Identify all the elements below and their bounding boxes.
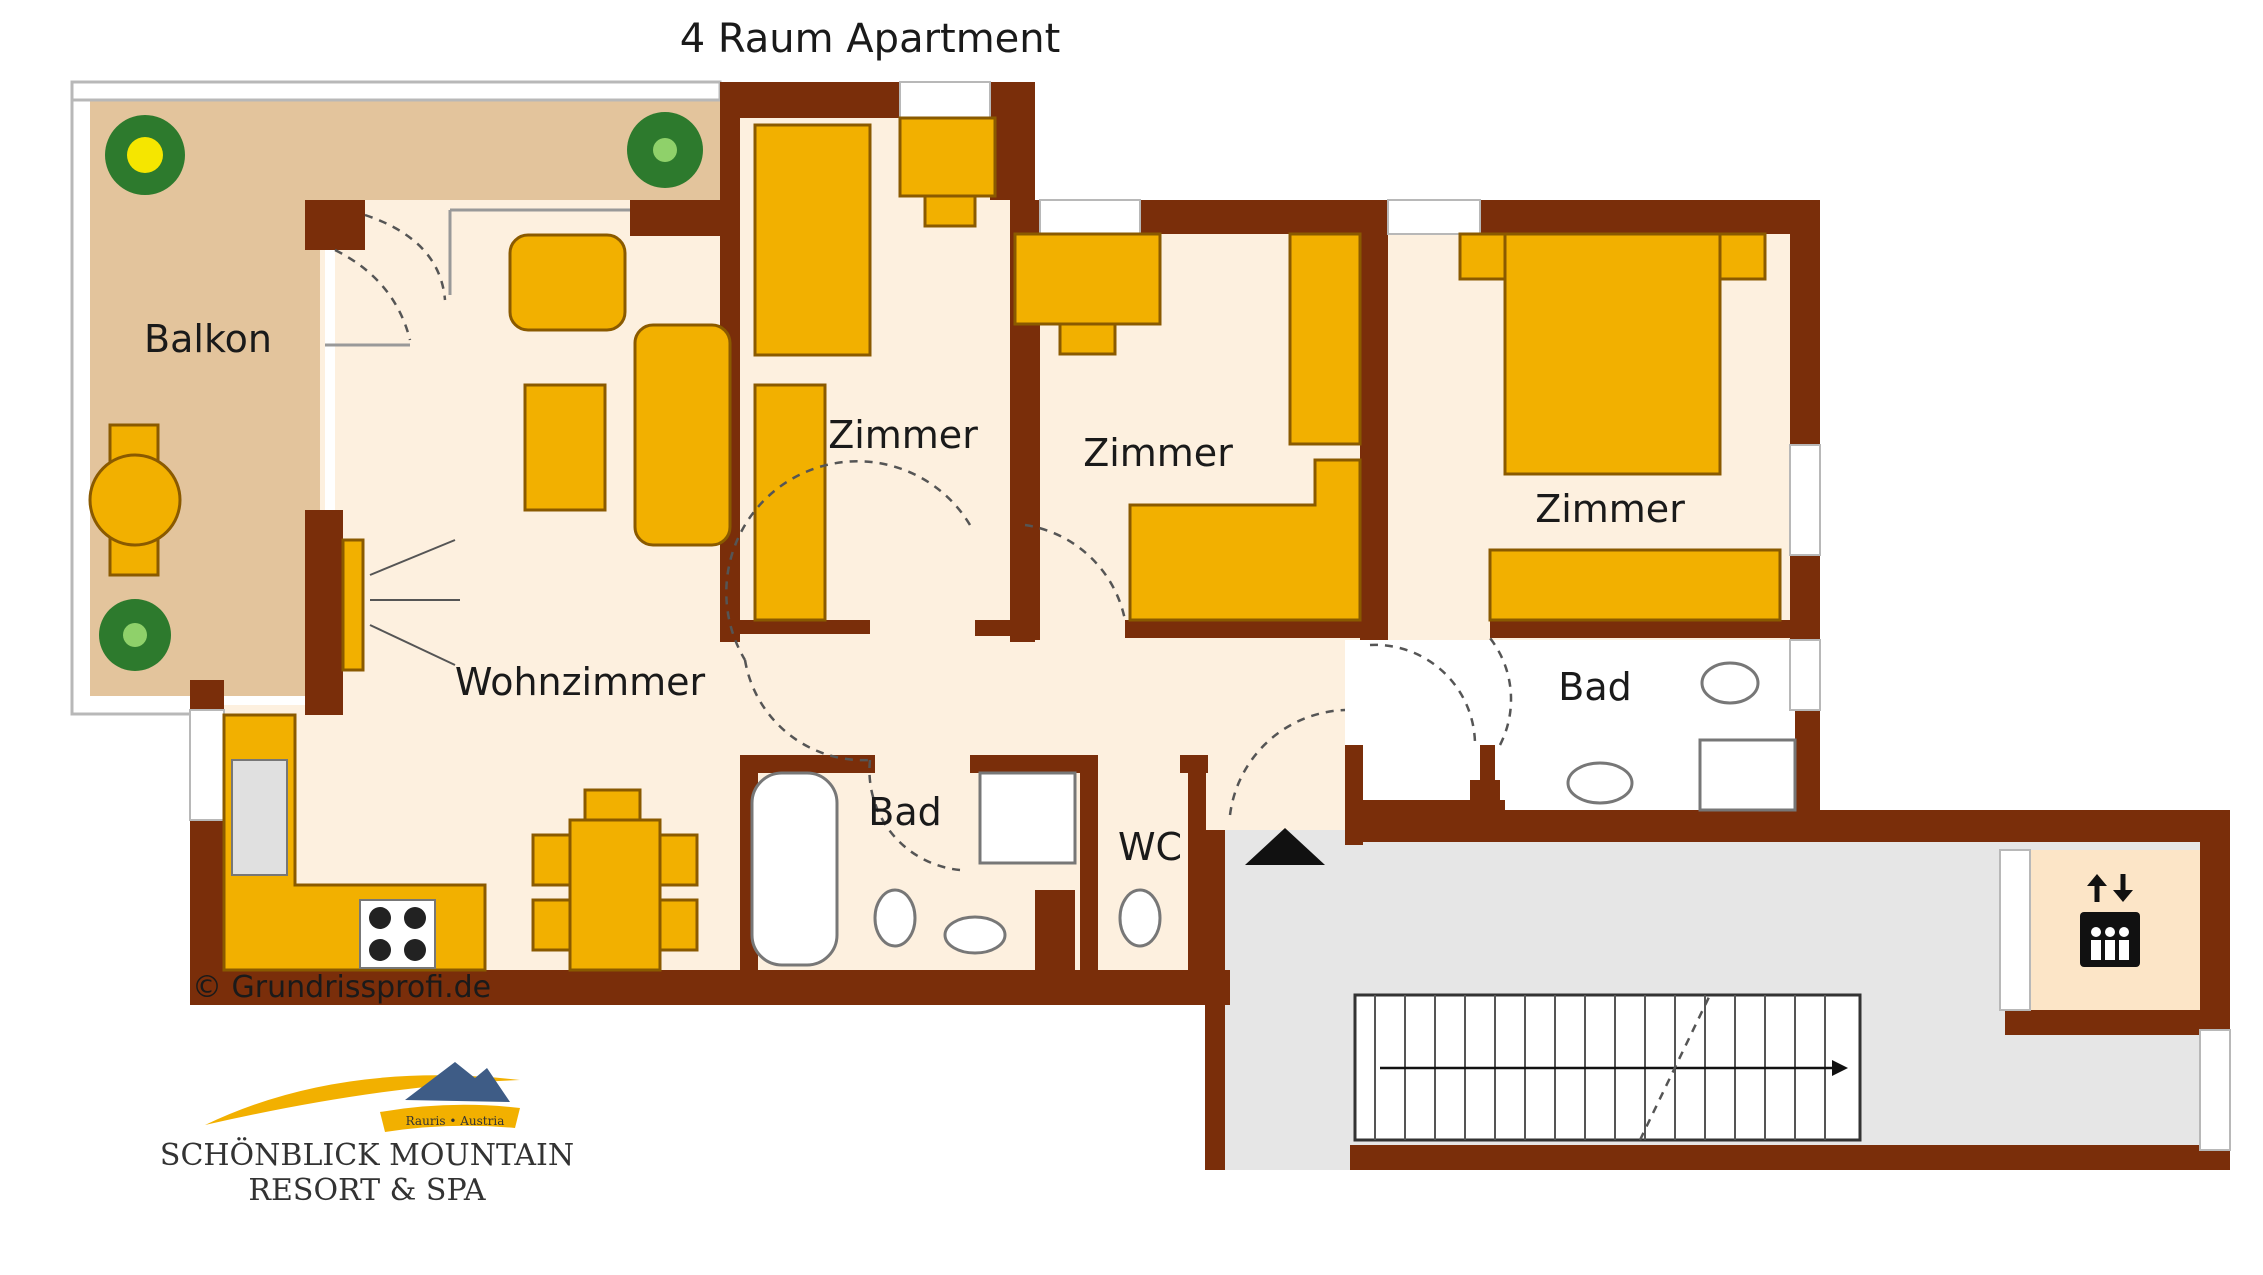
shower — [978, 771, 1077, 865]
desk — [898, 116, 997, 198]
washbasin — [943, 915, 1007, 955]
tv-rays — [369, 539, 460, 666]
dining-chair — [658, 833, 699, 887]
room-label-wc: WC — [1118, 825, 1182, 869]
kitchen-sink — [231, 759, 288, 876]
logo-banner — [380, 1104, 520, 1132]
nightstand — [1458, 232, 1507, 281]
door-swings — [725, 460, 1513, 872]
staircase — [1353, 993, 1862, 1142]
wardrobe — [1488, 548, 1782, 622]
dining-chair — [658, 898, 699, 952]
double-bed — [1503, 232, 1722, 476]
desk-chair — [1058, 322, 1117, 356]
balcony-table — [88, 453, 182, 547]
toilet — [873, 888, 917, 948]
desk — [1013, 232, 1162, 326]
logo-line-1: SCHÖNBLICK MOUNTAIN — [160, 1137, 574, 1173]
logo-tagline: Rauris • Austria — [406, 1114, 505, 1128]
room-label-bad-2: Bad — [1558, 665, 1631, 709]
plant-icon — [99, 599, 171, 671]
washbasin — [1566, 761, 1634, 805]
bed-single — [753, 123, 872, 357]
bathtub — [750, 771, 839, 967]
armchair — [508, 233, 627, 332]
coffee-table — [523, 383, 607, 512]
balcony-area — [90, 100, 320, 696]
dining-chair — [531, 833, 572, 887]
room-label-bad-1: Bad — [868, 790, 941, 834]
stove-burners — [369, 907, 426, 961]
dining-chair — [583, 788, 642, 822]
shower — [1698, 738, 1797, 812]
toilet — [1700, 661, 1760, 705]
room-label-zimmer-2: Zimmer — [1083, 431, 1233, 475]
room-label-balkon: Balkon — [144, 317, 272, 361]
room-label-wohnzimmer: Wohnzimmer — [455, 660, 706, 704]
wardrobe — [1288, 232, 1362, 446]
entrance-arrow-icon — [1245, 828, 1325, 865]
balcony-doors — [325, 208, 630, 510]
tv-unit — [341, 538, 365, 672]
copyright-text: © Grundrissprofi.de — [192, 970, 491, 1005]
room-label-zimmer-3: Zimmer — [1535, 487, 1685, 531]
dining-table — [568, 818, 662, 972]
dining-chair — [531, 898, 572, 952]
corner-sofa — [1128, 458, 1362, 622]
toilet — [1118, 888, 1162, 948]
logo-mountain — [405, 1062, 510, 1102]
sofa — [633, 323, 732, 547]
desk-chair — [923, 194, 977, 228]
logo-line-2: RESORT & SPA — [248, 1173, 485, 1208]
windows — [189, 81, 2231, 1151]
walls — [190, 82, 2230, 1170]
stove — [359, 899, 436, 969]
balcony-top-rail — [70, 80, 722, 102]
nightstand — [1718, 232, 1767, 281]
elevator-icon — [2080, 874, 2140, 967]
plan-title: 4 Raum Apartment — [680, 16, 1061, 62]
resort-logo: Rauris • Austria SCHÖNBLICK MOUNTAIN RES… — [160, 1062, 574, 1208]
plant-icon — [627, 112, 703, 188]
wardrobe — [753, 383, 827, 622]
room-label-zimmer-1: Zimmer — [828, 413, 978, 457]
plant-icon — [105, 115, 185, 195]
